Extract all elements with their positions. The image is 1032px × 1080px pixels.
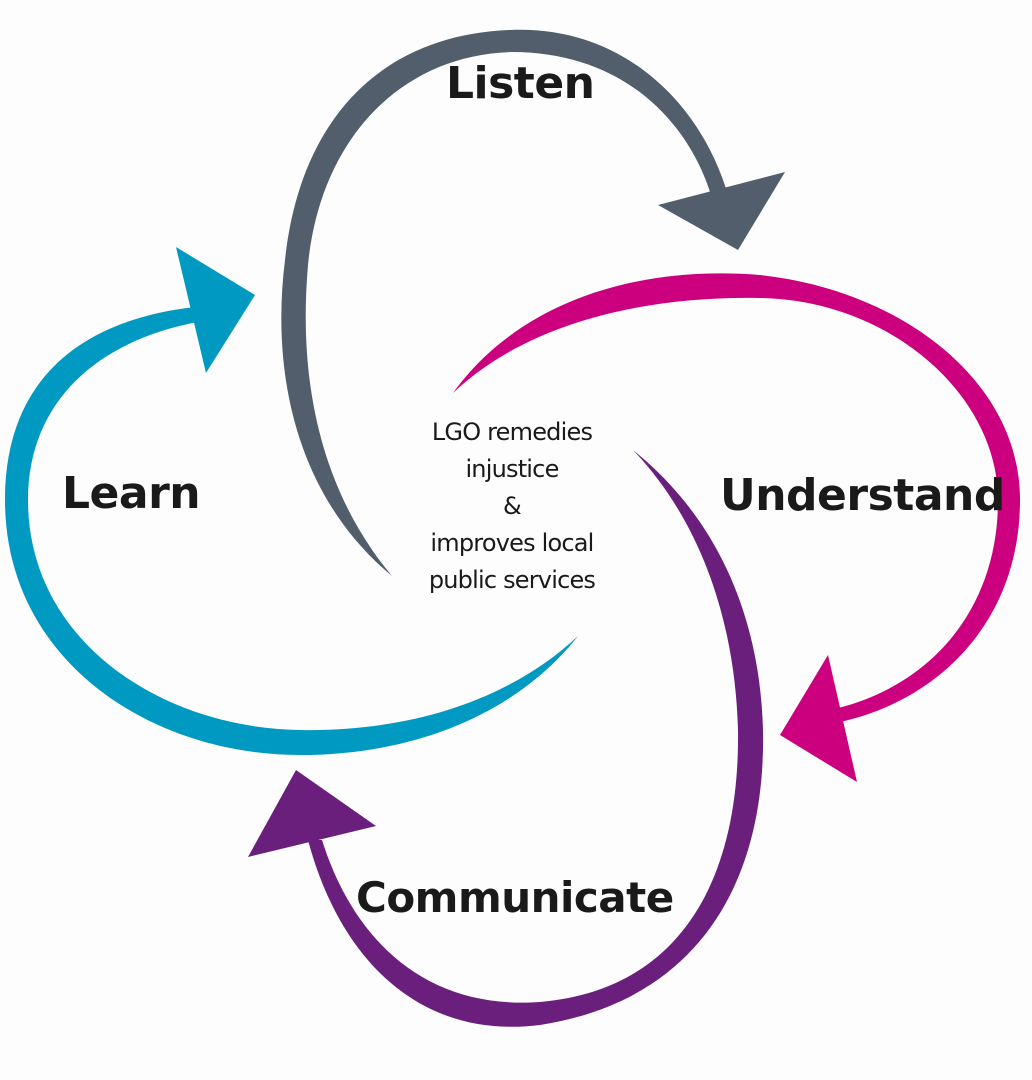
communicate-arrowhead [248,770,376,857]
stage-label-understand: Understand [720,470,1005,521]
center-line: LGO remedies [431,418,593,446]
center-line: public services [428,566,596,594]
center-line: injustice [465,455,559,483]
center-line: improves local [430,529,594,557]
center-statement: LGO remedies injustice & improves local … [400,414,624,599]
listen-arrowhead [658,172,785,250]
center-line: & [503,492,522,520]
stage-label-learn: Learn [62,468,201,519]
stage-label-communicate: Communicate [356,873,674,922]
understand-arrowhead [780,655,857,782]
stage-label-listen: Listen [446,58,595,109]
learn-arrowhead [176,247,255,373]
